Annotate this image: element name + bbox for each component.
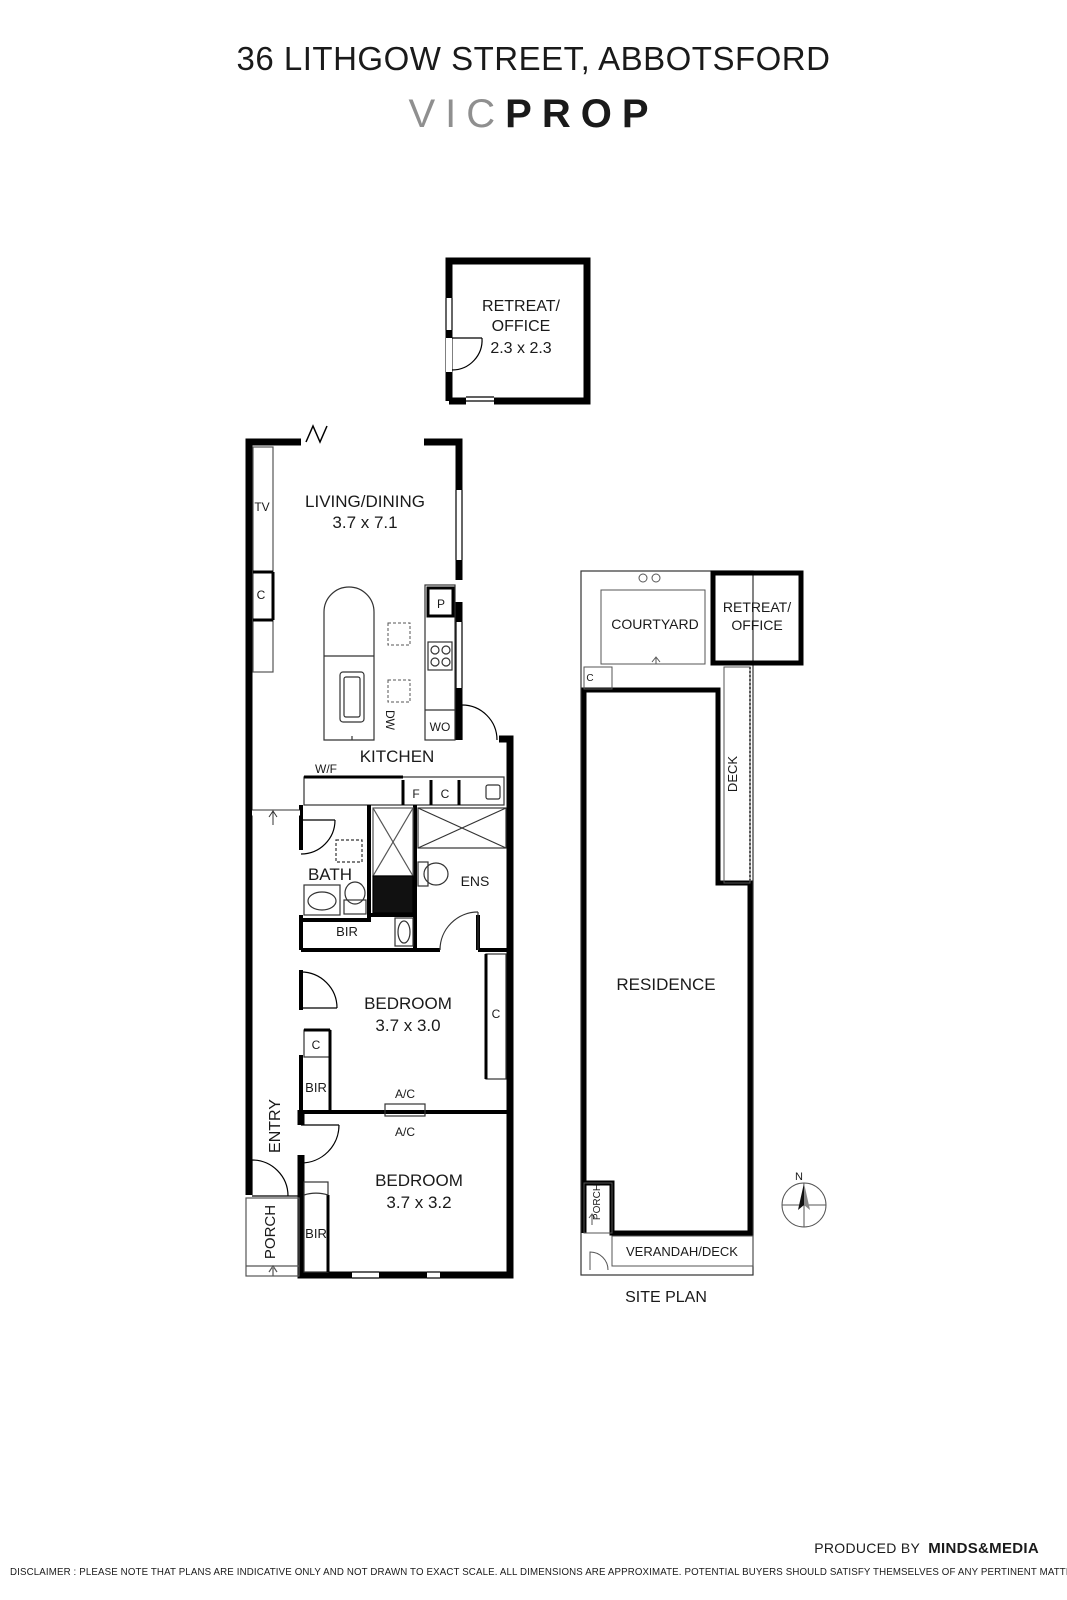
site-courtyard-label: COURTYARD [611, 616, 698, 632]
bed1-size: 3.7 x 3.0 [375, 1016, 440, 1035]
washer-fridge-label: W/F [315, 762, 337, 776]
bed2-size: 3.7 x 3.2 [386, 1193, 451, 1212]
living-cupboard-label: C [257, 588, 266, 602]
site-verandah-label: VERANDAH/DECK [626, 1244, 738, 1259]
ac-label-upper: A/C [395, 1087, 415, 1101]
pantry-label: P [437, 597, 445, 611]
living-size: 3.7 x 7.1 [332, 513, 397, 532]
ensuite-fixtures [394, 807, 507, 951]
bed1-bir-label: BIR [305, 1080, 327, 1095]
producer-logo: MINDS&MEDIA [928, 1540, 1039, 1557]
property-address: 36 LITHGOW STREET, ABBOTSFORD [236, 40, 831, 77]
logo-text-bold: PROP [505, 92, 659, 136]
bath-label: BATH [308, 865, 352, 884]
disclaimer-text: DISCLAIMER : PLEASE NOTE THAT PLANS ARE … [10, 1567, 1067, 1578]
dishwasher-label: DW [383, 710, 397, 731]
bifold-door [305, 424, 328, 444]
kitchen-cupboard-label: C [441, 787, 450, 801]
producer-credit: PRODUCED BY MINDS&MEDIA [814, 1540, 1039, 1557]
site-porch-label: PORCH [592, 1184, 603, 1220]
stools [387, 622, 411, 703]
living-joinery [252, 446, 275, 673]
site-retreat-label: RETREAT/ [723, 599, 791, 615]
front-door [251, 1159, 298, 1197]
side-entry-marker [252, 809, 300, 825]
site-cupboard-label: C [586, 673, 593, 684]
porch-outline [245, 1197, 300, 1277]
site-plan-title: SITE PLAN [625, 1289, 707, 1306]
bath-bir-label: BIR [336, 924, 358, 939]
kitchen-back-joinery [303, 775, 505, 806]
bedroom2-joinery [303, 1181, 330, 1273]
bath-fixtures [303, 839, 367, 916]
site-deck-label: DECK [725, 756, 740, 792]
bedroom2-windows [352, 1271, 440, 1279]
tv-label: TV [254, 500, 269, 514]
site-retreat-label-2: OFFICE [731, 617, 782, 633]
kitchen-bench [424, 584, 456, 741]
entry-label: ENTRY [267, 1099, 284, 1153]
retreat-size: 2.3 x 2.3 [490, 340, 551, 357]
bath-door [300, 819, 336, 855]
bed2-bir-label: BIR [305, 1226, 327, 1241]
ensuite-label: ENS [461, 873, 490, 889]
shower [372, 807, 414, 914]
bedroom1-joinery [303, 953, 507, 1117]
living-label: LIVING/DINING [305, 492, 425, 511]
bedroom1-door [300, 971, 338, 1009]
retreat-label: RETREAT/ [482, 298, 560, 315]
internal-walls [299, 805, 510, 1114]
compass-north-label: N [795, 1171, 803, 1183]
porch-label: PORCH [262, 1205, 279, 1259]
bed1-cupboard-label: C [492, 1007, 501, 1021]
compass-needle-icon [798, 1183, 804, 1210]
site-plan-drawing [580, 570, 827, 1276]
retreat-label-2: OFFICE [492, 318, 551, 335]
site-residence-label: RESIDENCE [616, 975, 715, 994]
agency-logo: VICPROP [0, 92, 1067, 137]
living-windows [455, 490, 463, 688]
main-house-walls [245, 438, 514, 1279]
bed1-c-label: C [312, 1038, 321, 1052]
kitchen-label: KITCHEN [360, 747, 435, 766]
bedroom2-door [300, 1124, 340, 1164]
wall-oven-label: WO [430, 720, 451, 734]
ac-label-lower: A/C [395, 1125, 415, 1139]
bed2-label: BEDROOM [375, 1171, 463, 1190]
logo-text-light: VIC [408, 92, 506, 136]
produced-by-text: PRODUCED BY [814, 1540, 921, 1556]
retreat-office-room: RETREAT/ OFFICE 2.3 x 2.3 [445, 257, 591, 405]
kitchen-island [323, 586, 375, 741]
kitchen-side-door [461, 704, 498, 741]
bed1-label: BEDROOM [364, 994, 452, 1013]
fridge-label: F [412, 787, 419, 801]
